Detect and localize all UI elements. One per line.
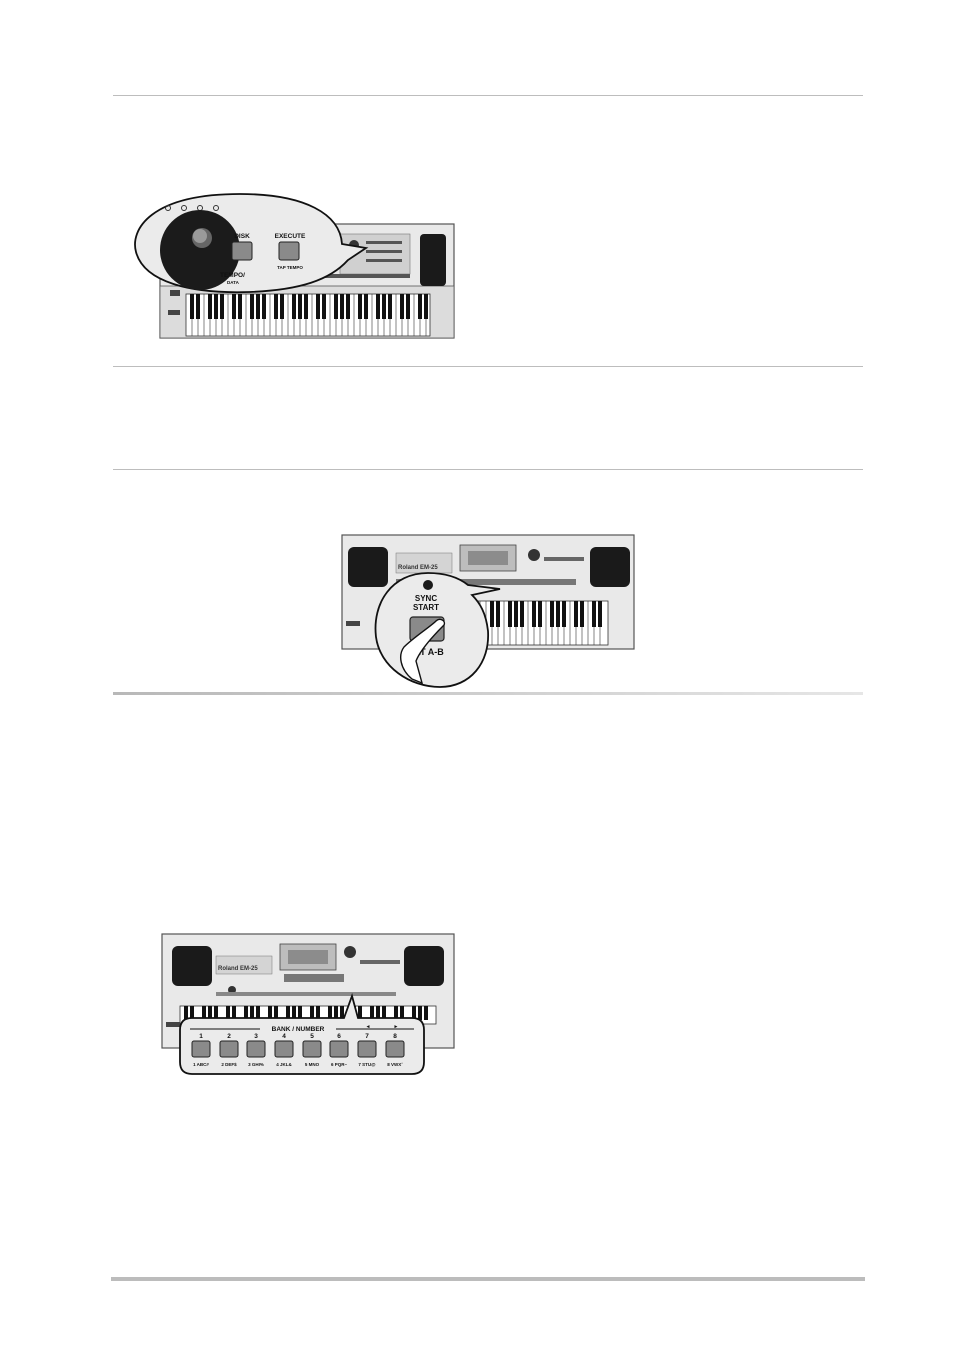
data-label: DATA xyxy=(227,280,240,285)
prev-arrow-icon: ◄ xyxy=(366,1024,371,1030)
bank-button-3[interactable]: 3 3 GHI% xyxy=(246,1033,266,1067)
brand-label: Roland EM-25 xyxy=(398,565,438,571)
bank-sub-label-7: 7 STU@ xyxy=(358,1062,376,1067)
panel-dial-icon xyxy=(528,549,540,561)
repeat-ab-label: EAT A-B xyxy=(408,647,444,657)
figure-bank-number-svg: Roland EM-25 BANK / NUMBE xyxy=(161,933,455,1075)
figure-sync-start: Roland EM-25 xyxy=(340,533,636,689)
bank-sub-label-8: 8 VWXˆ xyxy=(387,1062,403,1067)
section-rule-2 xyxy=(113,469,863,470)
figure-tempo-dial-svg: TEMPO/ DATA DISK EXECUTE TAP TEMPO xyxy=(134,193,455,339)
bank-sub-label-6: 6 PQR– xyxy=(331,1062,348,1067)
speaker-left xyxy=(348,547,388,587)
bank-number-6: 6 xyxy=(337,1033,341,1040)
speaker-right xyxy=(590,547,630,587)
bank-number-2: 2 xyxy=(227,1033,231,1040)
next-arrow-icon: ► xyxy=(394,1024,399,1030)
bank-sub-label-1: 1 ABC# xyxy=(193,1062,209,1067)
panel-dial-icon xyxy=(344,946,356,958)
sync-start-indicator xyxy=(423,580,433,590)
bank-number-4: 4 xyxy=(282,1033,286,1040)
execute-label: EXECUTE xyxy=(275,233,306,240)
bank-sub-label-2: 2 DEF$ xyxy=(221,1062,237,1067)
speaker-right xyxy=(420,234,446,286)
disk-label: DISK xyxy=(234,233,250,240)
section-rule-1 xyxy=(113,366,863,367)
tempo-data-dial[interactable] xyxy=(160,210,240,290)
bank-button-2[interactable]: 2 2 DEF$ xyxy=(219,1033,239,1067)
start-label: START xyxy=(413,603,439,612)
speaker-right xyxy=(404,946,444,986)
tempo-label: TEMPO/ xyxy=(220,272,245,279)
bank-button-6[interactable]: 6 6 PQR– xyxy=(329,1033,349,1067)
figure-bank-number: Roland EM-25 BANK / NUMBE xyxy=(160,932,460,1076)
bank-button-5[interactable]: 5 5 MNO xyxy=(302,1033,322,1067)
bank-number-3: 3 xyxy=(254,1033,258,1040)
bank-number-1: 1 xyxy=(199,1033,203,1040)
bank-sub-label-3: 3 GHI% xyxy=(248,1062,264,1067)
bank-button-7[interactable]: 7 7 STU@ xyxy=(357,1033,377,1067)
bank-number-5: 5 xyxy=(310,1033,314,1040)
keyboard-keys-1 xyxy=(185,293,431,337)
tap-tempo-label: TAP TEMPO xyxy=(277,265,303,270)
bank-number-8: 8 xyxy=(393,1033,397,1040)
figure-tempo-dial: TEMPO/ DATA DISK EXECUTE TAP TEMPO xyxy=(130,190,460,342)
bank-button-8[interactable]: 8 8 VWXˆ xyxy=(385,1033,405,1067)
bank-number-label: BANK / NUMBER xyxy=(272,1026,325,1033)
bank-number-7: 7 xyxy=(365,1033,369,1040)
bank-button-1[interactable]: 1 1 ABC# xyxy=(191,1033,211,1067)
brand-label: Roland EM-25 xyxy=(218,966,258,972)
footer-rule xyxy=(111,1277,865,1281)
speaker-left xyxy=(172,946,212,986)
sync-label: SYNC xyxy=(415,594,437,603)
bank-button-4[interactable]: 4 4 JKL& xyxy=(274,1033,294,1067)
figure-sync-start-svg: Roland EM-25 xyxy=(341,534,635,688)
disk-button[interactable] xyxy=(231,241,253,261)
top-rule xyxy=(113,95,863,96)
bank-sub-label-4: 4 JKL& xyxy=(276,1062,292,1067)
finger-icon xyxy=(400,618,446,685)
section-rule-3 xyxy=(113,692,863,695)
bank-sub-label-5: 5 MNO xyxy=(305,1062,320,1067)
execute-button[interactable] xyxy=(278,241,300,261)
